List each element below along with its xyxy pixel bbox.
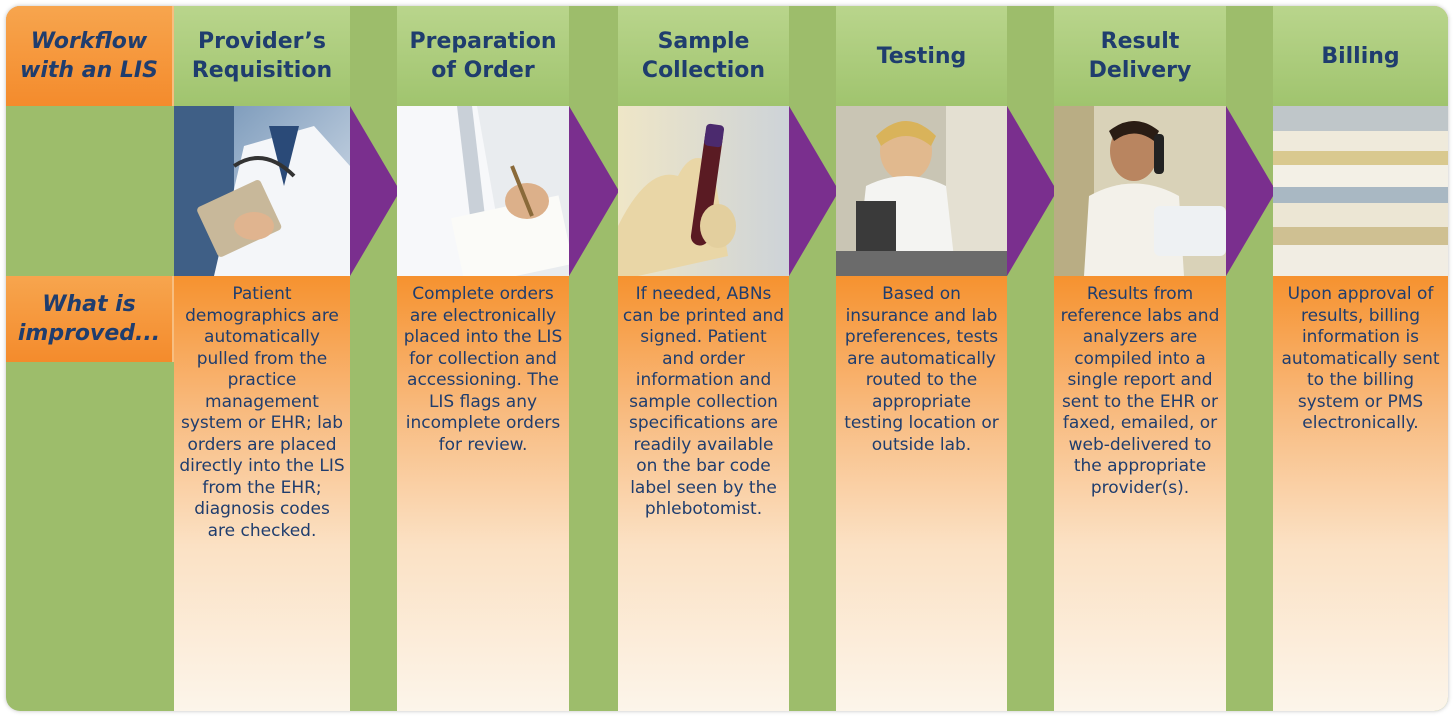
step-title: Testing	[836, 6, 1007, 106]
step-title: Provider’s Requisition	[174, 6, 350, 106]
step-result-delivery: Result Delivery Results from reference l…	[1054, 6, 1226, 711]
doctor-with-clipboard-photo	[174, 106, 350, 276]
step-testing: Testing Based on insurance and lab prefe…	[836, 6, 1007, 711]
workflow-diagram: Workflow with an LIS What is improved...…	[6, 6, 1448, 711]
step-title: Sample Collection	[618, 6, 789, 106]
blood-sample-tube-photo	[618, 106, 789, 276]
step-title: Preparation of Order	[397, 6, 569, 106]
paper-files-stack-photo	[1273, 106, 1448, 276]
doctor-on-phone-photo	[1054, 106, 1226, 276]
step-description: Patient demographics are automatically p…	[174, 276, 350, 711]
step-description: Complete orders are electronically place…	[397, 276, 569, 711]
step-sample-collection: Sample Collection If needed, ABNs can be…	[618, 6, 789, 711]
step-title: Billing	[1273, 6, 1448, 106]
step-description: Upon approval of results, billing inform…	[1273, 276, 1448, 711]
row-label-improved: What is improved...	[6, 276, 172, 362]
step-billing: Billing Upon approval of results, billin…	[1273, 6, 1448, 711]
step-title: Result Delivery	[1054, 6, 1226, 106]
step-preparation-of-order: Preparation of Order Complete orders are…	[397, 6, 569, 711]
step-description: If needed, ABNs can be printed and signe…	[618, 276, 789, 711]
arrow-right-icon	[1226, 106, 1276, 276]
lab-technician-microscope-photo	[836, 106, 1007, 276]
arrow-right-icon	[350, 106, 400, 276]
row-label-workflow: Workflow with an LIS	[6, 6, 172, 106]
step-description: Results from reference labs and analyzer…	[1054, 276, 1226, 711]
arrow-right-icon	[569, 106, 619, 276]
arrow-right-icon	[789, 106, 839, 276]
step-provider-requisition: Provider’s Requisition Patient demograph…	[174, 6, 350, 711]
step-description: Based on insurance and lab preferences, …	[836, 276, 1007, 711]
arrow-right-icon	[1007, 106, 1057, 276]
writing-order-photo	[397, 106, 569, 276]
